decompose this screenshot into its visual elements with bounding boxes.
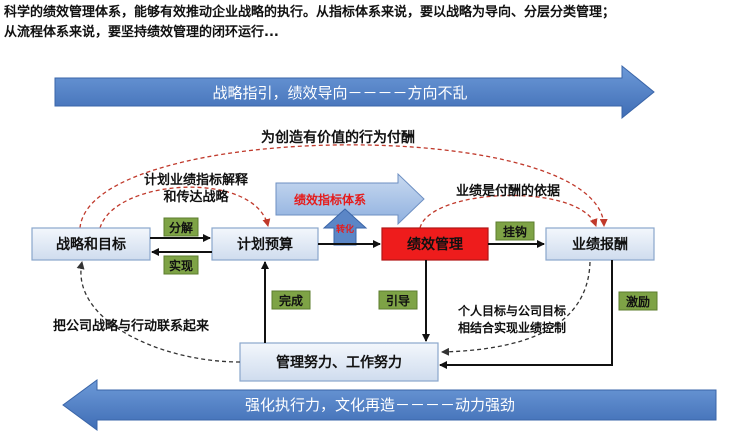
kpi-system-label: 绩效指标体系: [294, 192, 366, 207]
combine-arc: [441, 261, 591, 356]
intro-line-2: 从流程体系来说，要坚持绩效管理的闭环运行...: [4, 25, 279, 40]
plan-explain-line-1: 计划业绩指标解释: [144, 172, 249, 188]
value-reward-label: 为创造有价值的行为付酬: [261, 129, 415, 146]
realize-tag: 实现: [163, 255, 199, 275]
effort-box: 管理努力、工作努力: [239, 342, 439, 382]
transform-arrow: 转化: [322, 208, 368, 246]
intro-line-1: 科学的绩效管理体系，能够有效推动企业战略的执行。从指标体系来说，要以战略为导向、…: [4, 5, 616, 20]
bottom-banner-text: 强化执行力，文化再造－－－－动力强劲: [245, 396, 515, 414]
complete-tag: 完成: [271, 290, 311, 310]
plan-explain-line-2: 和传达战略: [163, 189, 229, 205]
combine-line-1: 个人目标与公司目标: [457, 303, 566, 318]
guide-label: 引导: [386, 293, 410, 308]
complete-label: 完成: [279, 293, 303, 308]
value-reward-arc: [79, 144, 608, 229]
effort-box-label: 管理努力、工作努力: [276, 354, 402, 371]
top-banner-text: 战略指引，绩效导向－－－－方向不乱: [212, 84, 467, 102]
combine-line-2: 相结合实现业绩控制: [458, 320, 566, 335]
top-banner-arrow: 战略指引，绩效导向－－－－方向不乱: [54, 64, 655, 120]
incentive-tag: 激励: [618, 291, 658, 311]
kpi-system-arrow: 绩效指标体系: [275, 172, 425, 226]
basis-arc: [419, 194, 598, 229]
incentive-label: 激励: [626, 294, 650, 309]
reward-box-label: 业绩报酬: [572, 236, 628, 253]
connect-label: 把公司战略与行动联系起来: [53, 318, 210, 334]
connect-arc: [76, 261, 241, 363]
strategy-box-label: 战略和目标: [56, 236, 126, 253]
plan-box-label: 计划预算: [237, 236, 293, 253]
incentive-arrow: [439, 260, 613, 369]
link-tag: 挂钩: [495, 221, 535, 241]
guide-tag: 引导: [378, 290, 418, 310]
decompose-tag: 分解: [163, 217, 199, 237]
reward-box: 业绩报酬: [545, 227, 655, 261]
transform-label: 转化: [336, 223, 354, 235]
performance-box: 绩效管理: [381, 227, 489, 261]
realize-label: 实现: [169, 258, 193, 273]
performance-box-label: 绩效管理: [407, 236, 463, 253]
decompose-label: 分解: [169, 220, 193, 235]
strategy-box: 战略和目标: [31, 227, 151, 261]
bottom-banner-arrow: 强化执行力，文化再造－－－－动力强劲: [62, 379, 717, 431]
intro-text: 科学的绩效管理体系，能够有效推动企业战略的执行。从指标体系来说，要以战略为导向、…: [4, 3, 728, 43]
plan-explain-arc: [99, 186, 271, 229]
basis-label: 业绩是付酬的依据: [456, 183, 560, 199]
plan-box: 计划预算: [211, 227, 319, 261]
link-label: 挂钩: [503, 224, 527, 239]
